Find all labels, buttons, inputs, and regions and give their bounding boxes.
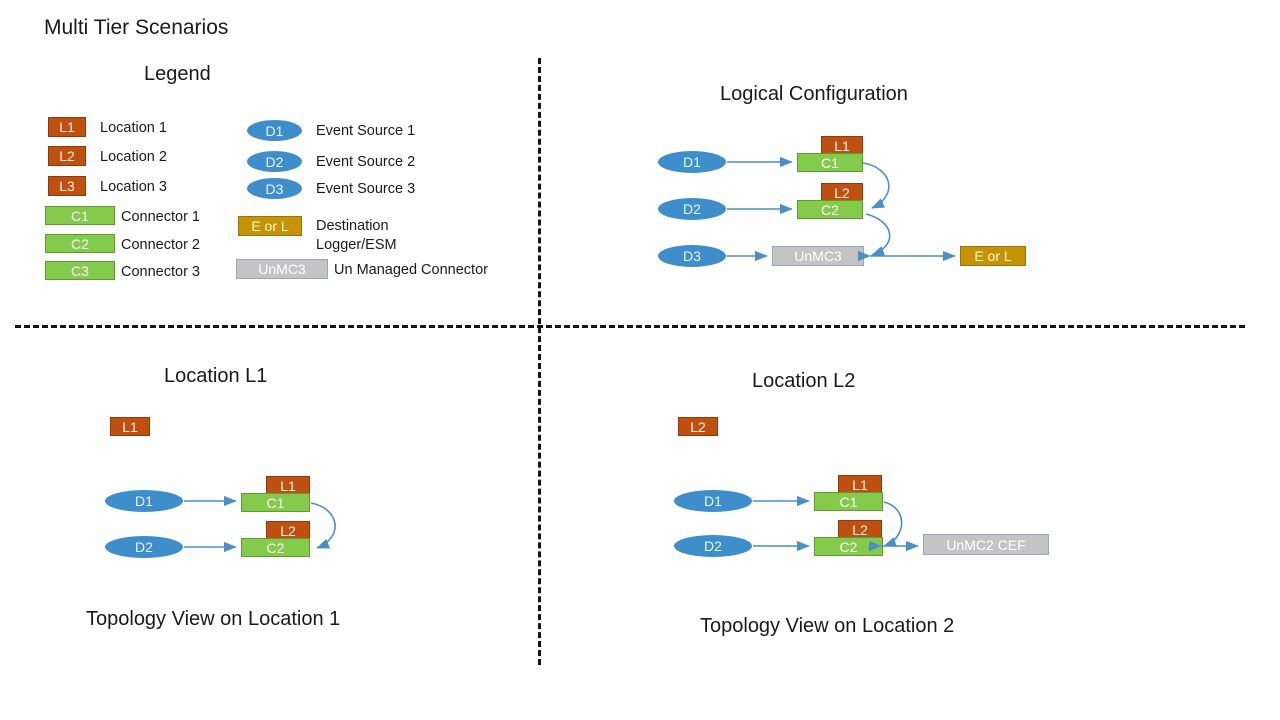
legend-swatch-unmanaged: UnMC3 <box>236 259 328 279</box>
logical-config-title: Logical Configuration <box>720 83 908 105</box>
l1-location-l1: L1 <box>266 476 310 495</box>
l2-unmanaged-unmc2: UnMC2 CEF <box>923 534 1049 555</box>
legend-swatch-c1: C1 <box>45 206 115 225</box>
legend-label-l2: Location 2 <box>100 149 167 165</box>
location-l1-caption: Topology View on Location 1 <box>86 608 341 630</box>
edge-l1-c1-c2 <box>310 502 336 549</box>
legend-swatch-l1: L1 <box>48 117 86 137</box>
edge-logical-c2-unmc3 <box>865 213 891 256</box>
l1-connector-c2: C2 <box>241 538 310 557</box>
divider-vertical <box>538 58 541 665</box>
legend-label-c1: Connector 1 <box>121 209 200 225</box>
legend-swatch-d3: D3 <box>247 178 302 199</box>
location-l2-title: Location L2 <box>752 370 856 392</box>
edge-logical-c1-c2 <box>862 162 890 209</box>
l2-source-d1: D1 <box>674 490 752 512</box>
legend-label-destination: Destination <box>316 218 389 234</box>
legend-label-destination-sub: Logger/ESM <box>316 237 397 253</box>
location-l2-badge: L2 <box>678 417 718 436</box>
logical-location-l2: L2 <box>821 183 863 202</box>
l2-location-l2: L2 <box>838 520 882 539</box>
logical-source-d1: D1 <box>658 151 726 173</box>
legend-label-l3: Location 3 <box>100 179 167 195</box>
legend-swatch-c3: C3 <box>45 261 115 280</box>
logical-source-d2: D2 <box>658 198 726 220</box>
legend-label-unmanaged: Un Managed Connector <box>334 262 488 278</box>
l2-connector-c1: C1 <box>814 492 883 511</box>
legend-swatch-d1: D1 <box>247 120 302 141</box>
location-l1-title: Location L1 <box>164 365 268 387</box>
legend-swatch-l2: L2 <box>48 146 86 166</box>
l1-connector-c1: C1 <box>241 493 310 512</box>
logical-destination: E or L <box>960 246 1026 266</box>
logical-unmanaged-unmc3: UnMC3 <box>772 246 864 266</box>
l1-source-d2: D2 <box>105 536 183 558</box>
legend-label-d2: Event Source 2 <box>316 154 416 170</box>
l1-source-d1: D1 <box>105 490 183 512</box>
legend-swatch-d2: D2 <box>247 151 302 172</box>
divider-horizontal <box>15 325 1245 328</box>
location-l2-caption: Topology View on Location 2 <box>700 615 955 637</box>
legend-label-l1: Location 1 <box>100 120 167 136</box>
edge-l2-c1-c2 <box>883 501 903 547</box>
l2-connector-c2: C2 <box>814 537 883 556</box>
legend-swatch-destination: E or L <box>238 216 302 236</box>
logical-source-d3: D3 <box>658 245 726 267</box>
logical-connector-c1: C1 <box>797 153 863 172</box>
logical-connector-c2: C2 <box>797 200 863 219</box>
legend-label-c3: Connector 3 <box>121 264 200 280</box>
legend-label-c2: Connector 2 <box>121 237 200 253</box>
legend-label-d1: Event Source 1 <box>316 123 416 139</box>
legend-label-d3: Event Source 3 <box>316 181 416 197</box>
page-title: Multi Tier Scenarios <box>44 16 229 39</box>
location-l1-badge: L1 <box>110 417 150 436</box>
legend-title: Legend <box>144 63 211 85</box>
l2-source-d2: D2 <box>674 535 752 557</box>
legend-swatch-l3: L3 <box>48 176 86 196</box>
legend-swatch-c2: C2 <box>45 234 115 253</box>
